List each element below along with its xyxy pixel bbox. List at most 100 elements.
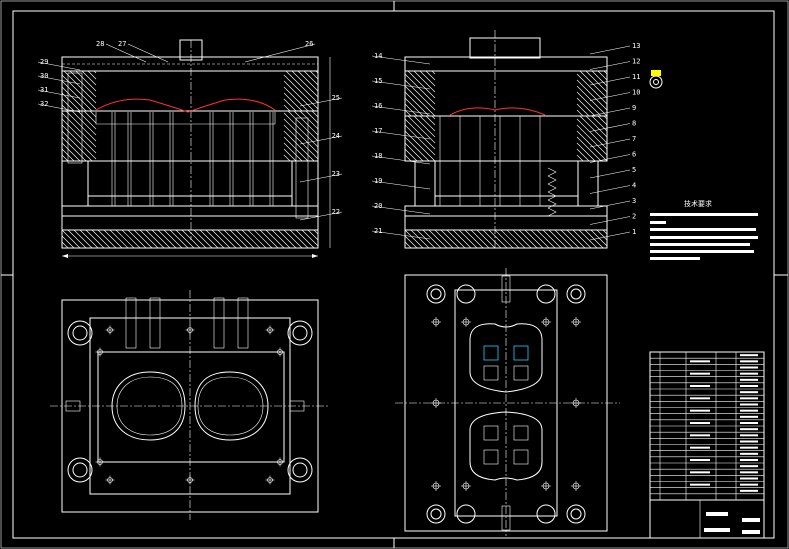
bom-row-text bbox=[690, 372, 710, 375]
bom-row-text bbox=[740, 397, 758, 400]
part-balloon: 29 bbox=[40, 58, 48, 66]
bom-row-text bbox=[690, 360, 710, 363]
bom-row-text bbox=[740, 446, 758, 449]
bom-row-text bbox=[740, 489, 758, 492]
leader-line bbox=[589, 123, 631, 132]
part-balloon: 20 bbox=[374, 202, 382, 210]
bom-row-text bbox=[690, 434, 710, 437]
leader-line bbox=[589, 76, 631, 86]
leader-line bbox=[371, 155, 431, 165]
spring-coil bbox=[547, 175, 557, 185]
bom-row-text bbox=[690, 385, 710, 387]
notes-title: 技术要求 bbox=[684, 199, 712, 208]
bom-row-text bbox=[740, 483, 758, 486]
leader-line bbox=[299, 135, 343, 145]
part-balloon: 17 bbox=[374, 127, 382, 135]
bom-row-text bbox=[740, 471, 758, 474]
leader-line bbox=[371, 205, 431, 215]
leader-line bbox=[37, 89, 81, 99]
technical-requirements: 技术要求 bbox=[650, 199, 758, 260]
bom-row-text bbox=[740, 360, 758, 363]
bom-row-text bbox=[740, 440, 758, 443]
bom-row-text bbox=[690, 459, 710, 461]
part-balloon: 32 bbox=[40, 100, 48, 108]
part-balloon: 15 bbox=[374, 77, 382, 85]
leader-line bbox=[244, 43, 316, 63]
leader-line bbox=[589, 61, 631, 70]
leader-line bbox=[589, 185, 631, 194]
bom-row-text bbox=[740, 428, 758, 431]
leader-line bbox=[371, 230, 431, 240]
leader-line bbox=[371, 55, 431, 65]
plan-view-fixed-half bbox=[50, 290, 330, 520]
part-balloon: 13 bbox=[632, 42, 640, 50]
leader-line bbox=[371, 180, 431, 190]
part-balloon: 11 bbox=[632, 73, 640, 81]
part-balloon: 24 bbox=[332, 132, 340, 140]
bom-row-text bbox=[740, 465, 758, 468]
bom-row-text bbox=[690, 422, 710, 424]
part-balloon: 23 bbox=[332, 170, 340, 178]
bom-row-text bbox=[740, 403, 758, 406]
part-balloon: 31 bbox=[40, 86, 48, 94]
part-balloon: 9 bbox=[632, 104, 636, 112]
leader-line bbox=[589, 138, 631, 148]
part-balloon: 16 bbox=[374, 102, 382, 110]
spring-coil bbox=[547, 167, 557, 177]
leader-line bbox=[127, 43, 169, 63]
spring-coil bbox=[547, 199, 557, 209]
part-balloon: 28 bbox=[96, 40, 104, 48]
leader-line bbox=[589, 92, 631, 101]
plan-view-moving-half bbox=[395, 268, 620, 536]
part-balloon: 2 bbox=[632, 213, 636, 221]
part-balloon: 7 bbox=[632, 135, 636, 143]
part-balloon: 18 bbox=[374, 152, 382, 160]
bom-row-text bbox=[740, 366, 758, 369]
leader-line bbox=[589, 169, 631, 179]
leader-line bbox=[37, 75, 81, 85]
part-balloon: 22 bbox=[332, 208, 340, 216]
leader-line bbox=[37, 61, 81, 71]
part-balloon: 19 bbox=[374, 177, 382, 185]
part-balloon: 4 bbox=[632, 182, 636, 190]
bom-row-text bbox=[740, 415, 758, 418]
leader-line bbox=[371, 105, 431, 115]
part-balloon: 3 bbox=[632, 197, 636, 205]
bom-row-text bbox=[740, 422, 758, 424]
leader-line bbox=[589, 216, 631, 225]
bom-row-text bbox=[740, 434, 758, 437]
leader-line bbox=[299, 211, 343, 221]
part-balloon: 30 bbox=[40, 72, 48, 80]
bom-row-text bbox=[740, 391, 758, 394]
bom-row-text bbox=[690, 397, 710, 400]
part-balloon: 27 bbox=[118, 40, 126, 48]
bom-row-text bbox=[740, 459, 758, 461]
spring-coil bbox=[547, 191, 557, 201]
bom-row-text bbox=[740, 378, 758, 381]
bom-row-text bbox=[690, 471, 710, 474]
bom-row-text bbox=[740, 354, 758, 357]
bom-row-text bbox=[690, 409, 710, 412]
part-balloon: 25 bbox=[332, 94, 340, 102]
leader-line bbox=[589, 45, 631, 55]
leader-line bbox=[589, 200, 631, 210]
part-balloon: 8 bbox=[632, 120, 636, 128]
leader-line bbox=[589, 154, 631, 163]
bom-row-text bbox=[740, 477, 758, 480]
leader-line bbox=[589, 107, 631, 117]
bom-row-text bbox=[740, 385, 758, 387]
spring-coil bbox=[547, 183, 557, 193]
part-balloon: 12 bbox=[632, 58, 640, 66]
bom-row-text bbox=[690, 483, 710, 486]
bom-row-text bbox=[740, 452, 758, 455]
spring-coil bbox=[547, 207, 557, 217]
bill-of-materials bbox=[649, 351, 765, 539]
part-balloon: 10 bbox=[632, 89, 640, 97]
part-balloon: 14 bbox=[374, 52, 382, 60]
part-balloon: 6 bbox=[632, 151, 636, 159]
leader-line bbox=[371, 130, 431, 140]
